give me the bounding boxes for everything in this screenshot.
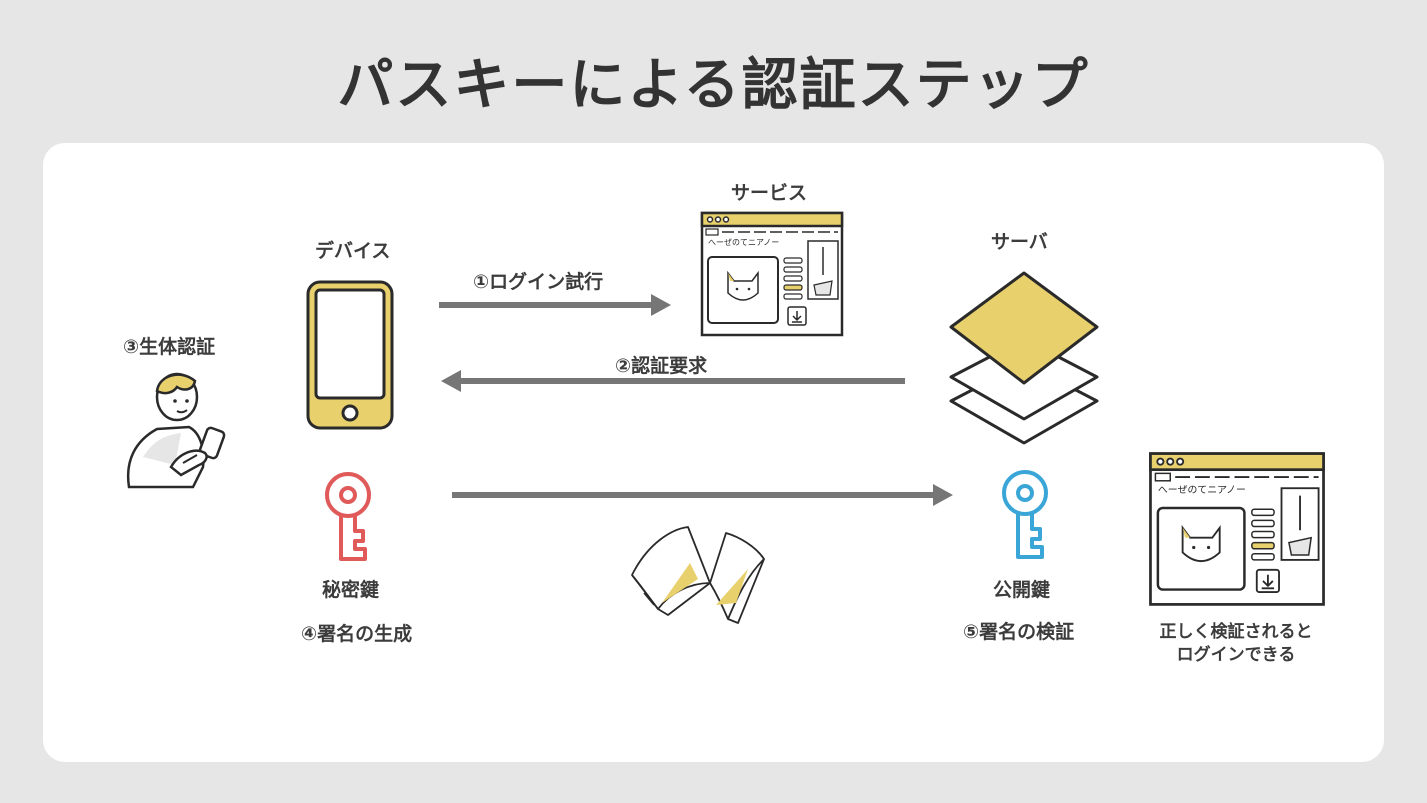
sign-verify-label: ⑤署名の検証 (963, 621, 1075, 643)
arrow-auth-request (441, 370, 905, 392)
arrow-signature-send (452, 484, 953, 506)
public-key-icon (1002, 470, 1048, 559)
sign-create-label: ④署名の生成 (301, 623, 413, 645)
result-text-line2: ログインできる (1176, 645, 1296, 665)
page-title: パスキーによる認証ステップ (337, 53, 1090, 118)
diagram-card: デバイス サービス サーバ ③生体認証 ①ログイン試行 ②認証要求 秘密鍵 公開… (43, 143, 1384, 762)
result-text-line1: 正しく検証されると (1159, 622, 1313, 642)
server-label: サーバ (991, 231, 1048, 253)
biometric-step-label: ③生体認証 (123, 336, 216, 358)
result-browser-heading: へーぜのてニアノー (1158, 484, 1246, 496)
service-label: サービス (731, 182, 808, 204)
auth-request-label: ②認証要求 (615, 355, 708, 377)
server-stack-icon (949, 271, 1099, 445)
arrow-login-attempt (439, 294, 671, 316)
result-text: 正しく検証されると ログインできる (1141, 621, 1331, 667)
login-attempt-label: ①ログイン試行 (473, 271, 604, 293)
private-key-label: 秘密鍵 (322, 579, 380, 601)
public-key-label: 公開鍵 (993, 579, 1051, 601)
open-book-icon (631, 526, 765, 624)
result-browser-icon: へーぜのてニアノー (1149, 452, 1325, 606)
person-biometric-icon (126, 372, 226, 489)
browser-heading: へーぜのてニアノー (708, 238, 779, 247)
smartphone-icon (306, 280, 394, 430)
private-key-icon (325, 472, 371, 561)
flow-arrows (439, 294, 953, 506)
service-browser-icon: へーぜのてニアノー (700, 211, 844, 337)
device-label: デバイス (315, 240, 391, 262)
